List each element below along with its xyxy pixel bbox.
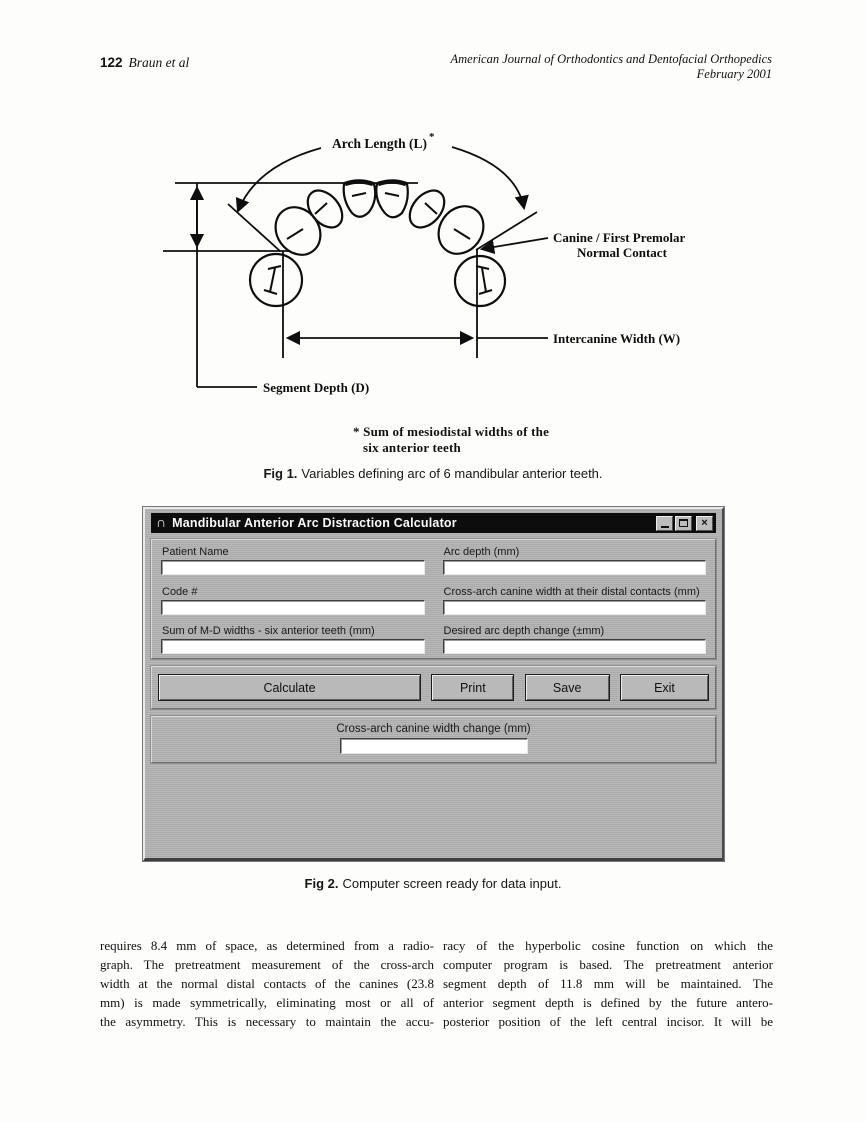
canine-contact-label-line1: Canine / First Premolar (553, 230, 685, 245)
field-code-number: Code # (161, 586, 425, 619)
fig2-caption-tag: Fig 2. (304, 876, 339, 891)
right-premolar (453, 254, 507, 308)
body-text-line: graph. The pretreatment measurement of t… (100, 957, 434, 972)
patient-name-label: Patient Name (162, 546, 229, 558)
maximize-button[interactable] (675, 515, 692, 531)
journal-title: American Journal of Orthodontics and Den… (450, 52, 773, 66)
close-button[interactable]: × (696, 515, 713, 531)
field-desired-arc-depth-change: Desired arc depth change (±mm) (442, 625, 706, 658)
fig1-caption-tag: Fig 1. (263, 466, 298, 481)
fig1-arch-diagram: Arch Length (L) * Canine / First Premola… (163, 131, 685, 395)
right-canine (437, 205, 485, 255)
body-text-line: computer program is based. The pretreatm… (443, 957, 773, 972)
fig1-caption: Fig 1.Variables defining arc of 6 mandib… (0, 466, 866, 481)
body-column-right: racy of the hyperbolic cosine function o… (443, 936, 773, 1031)
right-central-incisor (375, 179, 409, 219)
result-panel: Cross-arch canine width change (mm) (150, 715, 717, 764)
print-button[interactable]: Print (431, 674, 515, 701)
page-number: 122 (100, 55, 123, 70)
body-text-line: anterior segment depth is defined by the… (443, 995, 773, 1010)
code-number-label: Code # (162, 585, 198, 598)
field-sum-md-widths: Sum of M-D widths - six anterior teeth (… (161, 625, 425, 658)
right-lateral-incisor (408, 189, 446, 229)
desired-arc-depth-change-label: Desired arc depth change (±mm) (443, 625, 605, 638)
sum-md-widths-label: Sum of M-D widths - six anterior teeth (… (162, 625, 375, 638)
arc-depth-input[interactable] (442, 560, 706, 575)
fig2-caption: Fig 2.Computer screen ready for data inp… (0, 876, 866, 891)
field-patient-name: Patient Name (161, 546, 425, 579)
window-title: Mandibular Anterior Arc Distraction Calc… (172, 516, 457, 530)
width-change-output[interactable] (339, 738, 528, 754)
maximize-icon (679, 519, 688, 527)
body-text-line: the asymmetry. This is necessary to main… (100, 1014, 434, 1029)
body-text-line: mm) is made symmetrically, eliminating m… (100, 995, 434, 1010)
field-arc-depth: Arc depth (mm) (442, 546, 706, 579)
title-bar[interactable]: ∩ Mandibular Anterior Arc Distraction Ca… (151, 513, 716, 533)
calculator-window: ∩ Mandibular Anterior Arc Distraction Ca… (142, 506, 725, 862)
body-text-line: racy of the hyperbolic cosine function o… (443, 938, 773, 953)
close-icon: × (701, 516, 708, 529)
exit-button[interactable]: Exit (619, 674, 709, 701)
code-number-input[interactable] (161, 599, 425, 615)
minimize-icon (660, 525, 669, 528)
input-fields-panel: Patient Name Arc depth (mm) Code # Cross… (150, 538, 717, 660)
left-central-incisor (342, 179, 377, 218)
arch-length-footnote-marker: * (429, 131, 435, 143)
canine-contact-label-line2: Normal Contact (577, 245, 668, 260)
button-panel: Calculate Print Save Exit (150, 665, 717, 710)
save-button[interactable]: Save (524, 674, 610, 701)
patient-name-input[interactable] (161, 560, 425, 575)
body-column-left: requires 8.4 mm of space, as determined … (100, 936, 434, 1031)
fig1-footnote-line2: six anterior teeth (363, 440, 461, 455)
running-head-left: 122 Braun et al (100, 55, 189, 71)
running-author: Braun et al (128, 55, 190, 70)
body-text-line: posterior position of the left central i… (443, 1014, 773, 1029)
body-text-line: width at the normal distal contacts of t… (100, 976, 434, 991)
fig1-footnote: * Sum of mesiodistal widths of the six a… (353, 424, 549, 456)
fig1-caption-text: Variables defining arc of 6 mandibular a… (301, 466, 603, 481)
sum-md-widths-input[interactable] (161, 639, 425, 655)
minimize-button[interactable] (656, 515, 673, 531)
body-text-line: segment depth of 11.8 mm will be maintai… (443, 976, 773, 991)
arc-depth-label: Arc depth (mm) (443, 546, 520, 558)
running-head-right: American Journal of Orthodontics and Den… (451, 52, 773, 82)
arch-icon: ∩ (156, 514, 167, 530)
cross-arch-width-input[interactable] (442, 599, 706, 615)
teeth-marks (263, 192, 493, 295)
fig2-caption-text: Computer screen ready for data input. (342, 876, 562, 891)
desired-arc-depth-change-input[interactable] (442, 639, 706, 655)
intercanine-width-label: Intercanine Width (W) (553, 331, 680, 346)
cross-arch-width-label: Cross-arch canine width at their distal … (443, 585, 700, 598)
left-premolar (248, 252, 304, 308)
teeth-outlines (248, 179, 507, 308)
fig1-footnote-line1: * Sum of mesiodistal widths of the (353, 424, 550, 439)
calculate-button[interactable]: Calculate (158, 674, 421, 701)
width-change-label: Cross-arch canine width change (mm) (336, 723, 531, 735)
body-text-line: requires 8.4 mm of space, as determined … (100, 938, 434, 953)
journal-issue: February 2001 (696, 67, 772, 81)
segment-depth-label: Segment Depth (D) (263, 380, 369, 395)
arch-length-label: Arch Length (L) (332, 136, 427, 151)
field-cross-arch-width: Cross-arch canine width at their distal … (442, 585, 706, 619)
left-lateral-incisor (306, 189, 344, 229)
